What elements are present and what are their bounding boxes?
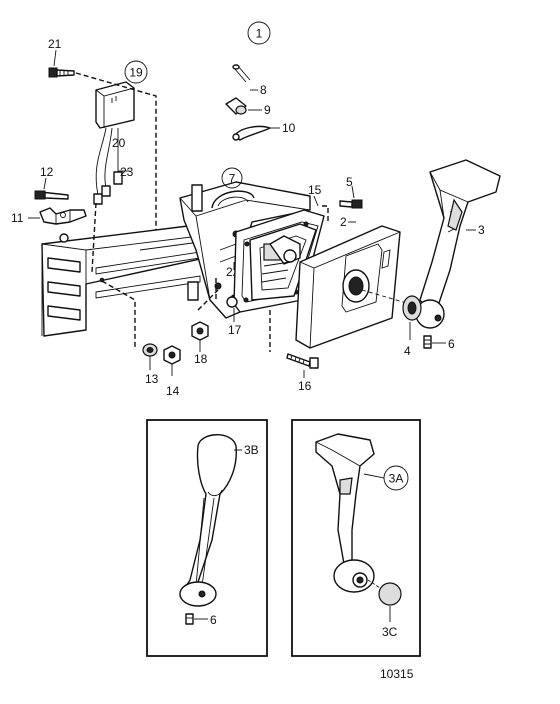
nut-17 (226, 296, 238, 308)
dashed-connection-18 (197, 289, 219, 311)
knob-3c (378, 582, 402, 606)
callout-17: 17 (228, 323, 242, 337)
lever-handle-3a (315, 433, 375, 593)
inset-frame-3b (146, 419, 268, 657)
figure-number: 10315 (380, 667, 414, 681)
dashed-connection-23 (91, 202, 97, 273)
inset-axis (367, 579, 381, 589)
callout-10: 10 (282, 121, 296, 135)
callout-4: 4 (404, 344, 411, 358)
control-housing (249, 223, 317, 301)
callout-8: 8 (260, 83, 267, 97)
lever-arm-3b (179, 434, 237, 607)
dashed-connection-15 (322, 205, 329, 222)
callout-16: 16 (298, 379, 312, 393)
group-number-marker: 1 (247, 21, 271, 45)
washer-13 (142, 343, 158, 357)
mounting-rail (41, 225, 233, 337)
callout-circle-7 (221, 167, 243, 189)
callout-13: 13 (145, 372, 159, 386)
wiring-harness-23 (93, 127, 123, 205)
dashed-connection-19 (75, 72, 157, 230)
control-lever-3 (415, 159, 501, 329)
pin-9 (225, 97, 247, 115)
callout-11: 11 (11, 211, 24, 225)
callout-9: 9 (264, 103, 271, 117)
callout-2: 2 (340, 215, 347, 229)
group-number-label: 1 (256, 27, 263, 41)
screw-16 (286, 353, 319, 369)
callout-3: 3 (478, 223, 485, 237)
clamp-bracket-11 (39, 207, 87, 225)
nut-14 (163, 345, 181, 365)
callout-circle-19 (124, 60, 148, 84)
callout-15: 15 (308, 183, 322, 197)
set-screw-6b (185, 613, 194, 625)
callout-14: 14 (166, 384, 180, 398)
callout-3b: 3B (244, 443, 259, 457)
callout-12: 12 (40, 165, 54, 179)
inset-frame-3a (291, 419, 421, 657)
set-screw-6 (423, 335, 432, 349)
callout-5: 5 (346, 175, 353, 189)
callout-19: 19 (129, 66, 143, 80)
callout-3a: 3A (389, 472, 404, 486)
callout-6b: 6 (210, 613, 217, 627)
callout-21: 21 (48, 37, 62, 51)
callout-23: 23 (120, 165, 134, 179)
screw-5 (339, 199, 363, 209)
cotter-pin-8 (232, 64, 251, 83)
callout-20: 20 (112, 136, 126, 150)
cover-plate-2 (295, 225, 401, 349)
spring-clip-10 (232, 125, 271, 141)
screw-12 (34, 190, 69, 200)
washer-4 (402, 295, 422, 321)
nut-18 (191, 321, 209, 341)
dashed-connection-13 (101, 280, 136, 348)
control-box-20 (95, 81, 135, 129)
callout-7: 7 (229, 172, 236, 186)
callout-3c: 3C (382, 625, 398, 639)
callout-18: 18 (194, 352, 208, 366)
assembly-axis (361, 289, 411, 305)
screw-21 (48, 67, 75, 78)
mounting-bracket-7 (179, 181, 311, 319)
callout-6: 6 (448, 337, 455, 351)
